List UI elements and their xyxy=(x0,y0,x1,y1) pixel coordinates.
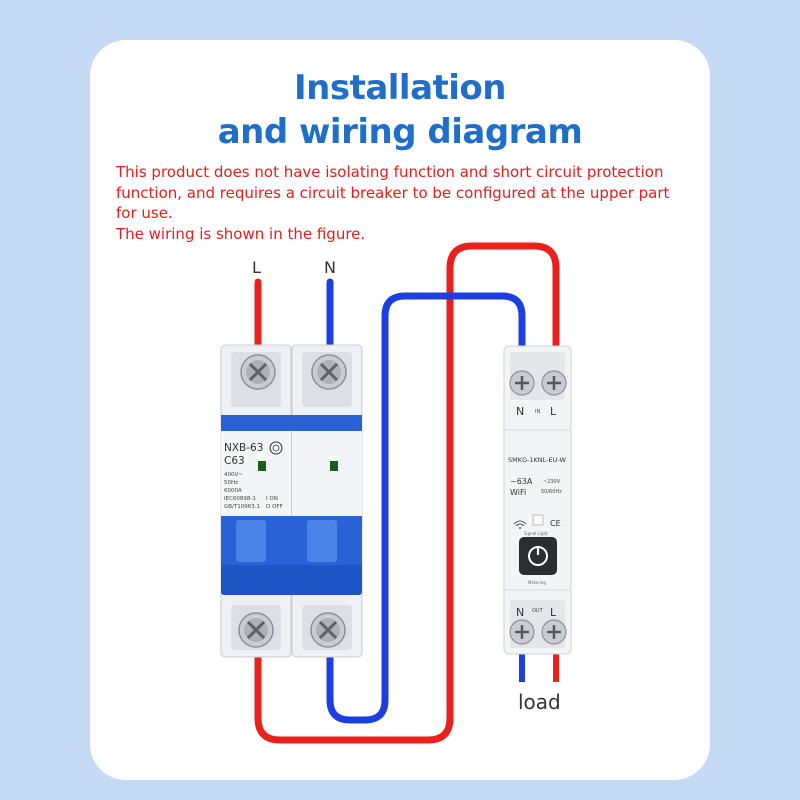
breaker-screw-bottom-left-icon xyxy=(238,612,274,648)
breaker-switch-on: I ON xyxy=(266,496,278,502)
live-terminal-label: L xyxy=(252,258,261,277)
switch-screw-l-in-icon xyxy=(541,370,567,396)
breaker-screw-bottom-right-icon xyxy=(310,612,346,648)
notice-line-4: The wiring is shown in the figure. xyxy=(116,224,366,243)
smart-switch-power-button[interactable] xyxy=(519,537,557,575)
load-label: load xyxy=(518,690,561,714)
switch-in-label: IN xyxy=(535,409,540,415)
breaker-spec-3: 6000A xyxy=(224,488,242,494)
breaker-switch-off: O OFF xyxy=(266,504,283,510)
page-title-line1: Installation xyxy=(293,68,507,108)
breaker-screw-top-left-icon xyxy=(240,354,276,390)
breaker-spec-4: IEC60898-1 xyxy=(224,496,256,502)
breaker-rating: C63 xyxy=(224,455,245,467)
switch-screw-n-in-icon xyxy=(509,370,535,396)
breaker-spec-5: GB/T10963.1 xyxy=(224,504,260,510)
switch-model: SMKG-1KNL-EU-W xyxy=(508,456,566,464)
notice-line-3: for use. xyxy=(116,204,173,222)
breaker-model: NXB-63 xyxy=(224,442,263,454)
switch-voltage: ~230V xyxy=(543,479,561,485)
neutral-terminal-label: N xyxy=(324,258,336,277)
notice-line-2: function, and requires a circuit breaker… xyxy=(116,183,670,202)
content-card xyxy=(90,40,710,780)
switch-frequency: 50/60Hz xyxy=(541,489,562,495)
button-caption: Metering xyxy=(528,580,546,585)
ce-mark: CE xyxy=(550,519,561,528)
notice-text: This product does not have isolating fun… xyxy=(116,162,676,244)
signal-light-label: Signal Light xyxy=(524,531,548,536)
page-title-line2: and wiring diagram xyxy=(217,112,583,152)
switch-screw-l-out-icon xyxy=(541,619,567,645)
switch-current: ~63A xyxy=(510,477,533,486)
wire-neutral-loop xyxy=(326,292,526,724)
switch-n-out-label: N xyxy=(516,606,524,619)
switch-connectivity: WiFi xyxy=(510,488,526,497)
ccc-mark-icon xyxy=(269,441,283,455)
breaker-spec-2: 50Hz xyxy=(224,480,238,486)
wifi-icon xyxy=(513,520,527,529)
notice-line-1: This product does not have isolating fun… xyxy=(116,163,664,181)
switch-screw-n-out-icon xyxy=(509,619,535,645)
switch-out-label: OUT xyxy=(532,608,544,614)
wire-live-loop xyxy=(254,242,560,744)
switch-l-in-label: L xyxy=(550,405,557,418)
switch-l-out-label: L xyxy=(550,606,557,619)
breaker-spec-1: 400V~ xyxy=(224,472,243,478)
breaker-screw-top-right-icon xyxy=(311,354,347,390)
switch-n-in-label: N xyxy=(516,405,524,418)
